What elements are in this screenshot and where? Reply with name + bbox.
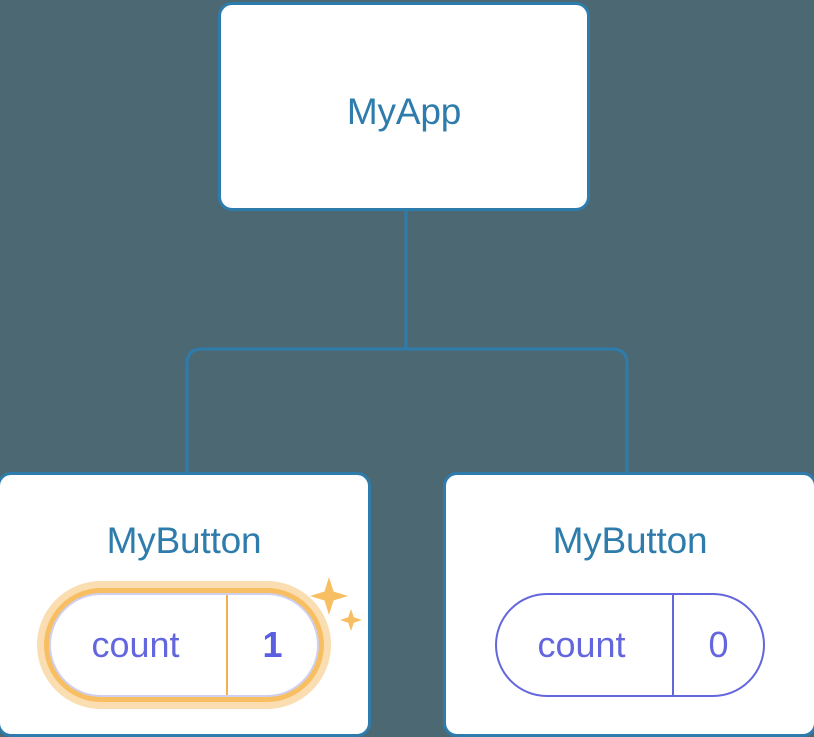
state-pill-left[interactable]: count 1 [37, 577, 362, 709]
node-mybutton-right[interactable]: MyButton count 0 [443, 472, 814, 737]
state-pill-divider [672, 595, 674, 695]
node-mybutton-left[interactable]: MyButton count 1 [0, 472, 371, 737]
state-key-label: count [91, 624, 180, 665]
sparkle-small-icon [340, 609, 362, 631]
state-pill-right[interactable]: count 0 [495, 593, 765, 697]
node-mybutton-left-title: MyButton [106, 520, 262, 561]
node-myapp-title: MyApp [346, 91, 462, 132]
state-value-label: 1 [262, 624, 283, 665]
node-mybutton-right-title: MyButton [552, 520, 708, 561]
state-pill-right-body[interactable]: count 0 [495, 593, 765, 697]
state-key-label: count [537, 624, 626, 665]
state-value-label: 0 [708, 624, 729, 665]
state-pill-left-body[interactable]: count 1 [49, 593, 319, 697]
state-pill-divider [226, 595, 228, 695]
connector-bus [185, 347, 629, 472]
node-myapp[interactable]: MyApp [218, 2, 590, 211]
